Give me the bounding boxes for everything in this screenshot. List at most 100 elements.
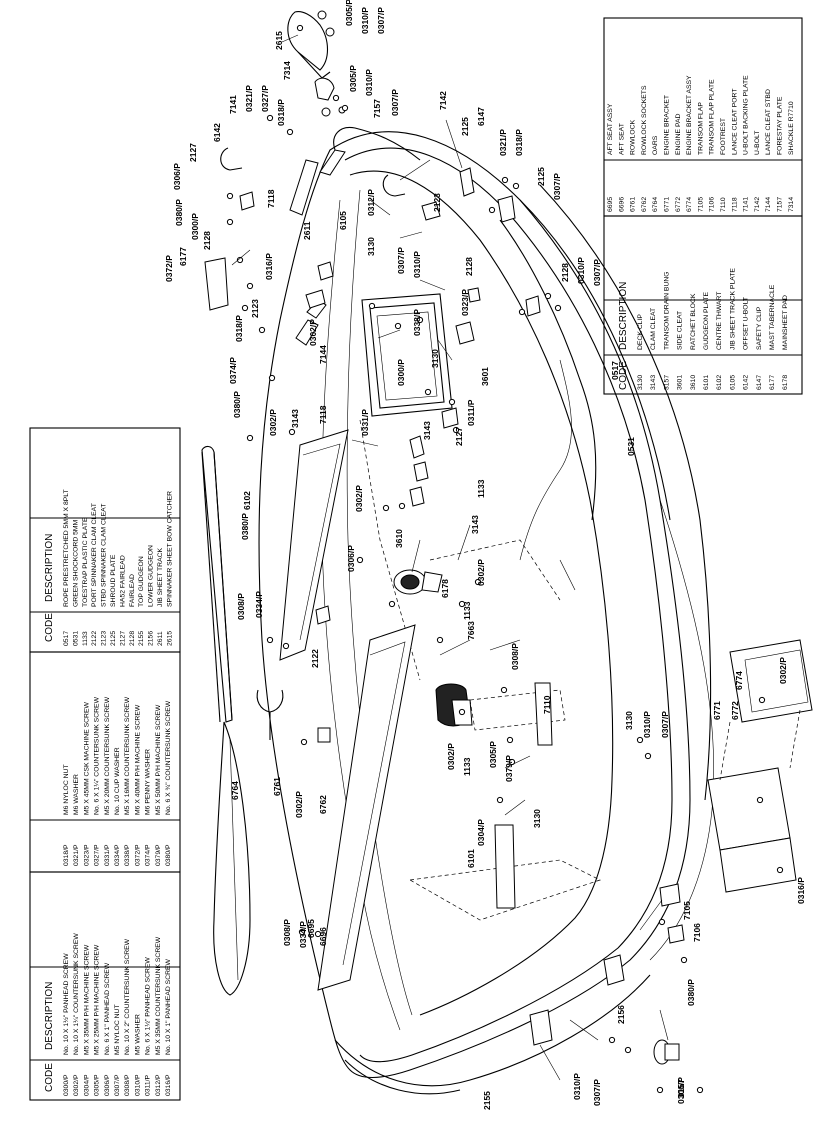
mast-tabernacle	[204, 257, 229, 311]
part-callout: 0306/P	[346, 545, 356, 572]
table-cell-code: 3601	[677, 375, 684, 390]
table-cell-code: 2615	[166, 631, 173, 646]
table-cell-code: 2128	[129, 631, 136, 646]
fastener	[236, 256, 244, 264]
part-callout: 6142	[212, 123, 222, 142]
part-callout: 0316/P	[796, 877, 806, 904]
part-callout: 6178	[440, 579, 450, 598]
table-cell-code: 0323/P	[83, 844, 90, 866]
table-cell-description: DECK CLIP	[637, 314, 644, 350]
column-header-description: DESCRIPTION	[44, 982, 55, 1050]
column-header-description: DESCRIPTION	[618, 282, 629, 350]
table-cell-description: SPINNAKER SHEET BOW CATCHER	[166, 491, 173, 607]
part-callout: 3143	[422, 421, 432, 440]
table-cell-code: 7110	[720, 197, 727, 212]
part-callout: 6147	[476, 107, 486, 126]
table-cell-description: M5 X 16MM COUNTERSUNK SCREW	[124, 696, 131, 815]
part-callout: 7105	[682, 901, 692, 920]
part-callout: 2156	[616, 1005, 626, 1024]
fastener	[332, 94, 340, 102]
part-callout: 0380/P	[686, 979, 696, 1006]
fastener	[282, 642, 290, 650]
fastener	[496, 796, 504, 804]
part-callout: 2123	[432, 193, 442, 212]
table-cell-code: 6101	[703, 375, 710, 390]
part-callout: 6177	[178, 247, 188, 266]
fastener	[226, 218, 234, 226]
part-callout: 0304/P	[476, 819, 486, 846]
part-callout: 6771	[712, 701, 722, 720]
jib-sheet-track-plate	[319, 149, 346, 176]
table-cell-description: TRANSOM FLAP PLATE	[709, 79, 716, 155]
table-cell-code: 7141	[743, 197, 750, 212]
table-cell-description: OARS	[652, 135, 659, 155]
part-callout: 3130	[624, 711, 634, 730]
part-callout: 0331/P	[360, 409, 370, 436]
part-callout: 6696	[318, 927, 328, 946]
rowlock	[256, 689, 284, 740]
fastener	[644, 752, 652, 760]
table-cell-description: M5 X 35MM COUNTERSUNK SCREW	[155, 936, 162, 1055]
table-cell-code: 0334/P	[114, 844, 121, 866]
table-cell-description: No. 10 CUP WASHER	[114, 747, 121, 815]
part-callout: 2123	[250, 299, 260, 318]
part-callout: 0380/P	[232, 391, 242, 418]
table-cell-code: 2611	[157, 631, 164, 646]
table-cell-description: LANCE CLEAT STBD	[765, 89, 772, 155]
lower-gudgeon	[603, 954, 625, 986]
part-callout: 6762	[318, 795, 328, 814]
table-cell-description: U-BOLT	[754, 131, 761, 155]
part-callout: 6774	[734, 671, 744, 690]
table-cell-code: 7106	[709, 197, 716, 212]
table-cell-code: 0306/P	[104, 1074, 111, 1096]
table-cell-code: 0380/P	[165, 844, 172, 866]
gudgeon-plate	[494, 824, 516, 909]
fastener	[258, 326, 266, 334]
table-cell-code: 3610	[690, 375, 697, 390]
part-callout: 0327/P	[260, 85, 270, 112]
table-cell-code: 0302/P	[73, 1074, 80, 1096]
spinnaker-clam-cleat	[315, 605, 331, 625]
fastener	[314, 930, 322, 938]
shroud-plate	[459, 167, 475, 197]
table-cell-code: 6764	[652, 197, 659, 212]
table-cell-description: No. 10 X 1¼" COUNTERSUNK SCREW	[73, 933, 80, 1055]
table-cell-code: 6774	[686, 197, 693, 212]
table-cell-code: 7157	[777, 197, 784, 212]
fastener	[436, 636, 444, 644]
fastener	[776, 866, 784, 874]
table-cell-description: ROPE PRESTRETCHED 5MM X 8PLT	[63, 489, 70, 607]
table-cell-description: No. 6 X 1" PANHEAD SCREW	[104, 962, 111, 1055]
fastener	[756, 796, 764, 804]
part-callout: 0307/P	[552, 173, 562, 200]
part-callout: 7141	[228, 95, 238, 114]
table-cell-code: 6177	[769, 375, 776, 390]
lance-cleat	[295, 319, 319, 346]
fastener	[474, 578, 482, 586]
table-cell-description: TRANSOM FLAP	[697, 102, 704, 155]
table-cell-code: 7144	[765, 197, 772, 212]
table-cell-code: 6105	[729, 375, 736, 390]
table-cell-description: LANCE CLEAT PORT	[731, 89, 738, 155]
part-callout: 0307/P	[592, 259, 602, 286]
fastener	[506, 736, 514, 744]
table-cell-code: 0305/P	[94, 1074, 101, 1096]
table-cell-description: ENGINE BRACKET	[664, 95, 671, 155]
table-cell-code: 0316/P	[165, 1074, 172, 1096]
table-cell-description: M5 X 35MM P/H MACHINE SCREW	[83, 944, 90, 1055]
table-cell-code: 6695	[607, 197, 614, 212]
table-cell-description: CLAM CLEAT	[650, 308, 657, 350]
part-callout: 2611	[302, 221, 312, 240]
part-callout: 0318/P	[276, 99, 286, 126]
table-cell-code: 6771	[664, 197, 671, 212]
part-callout: 0321/P	[498, 129, 508, 156]
part-callout: 0517	[610, 361, 620, 380]
part-callout: 0307/P	[376, 7, 386, 34]
side-cleat	[455, 321, 475, 345]
part-callout: 3610	[394, 529, 404, 548]
table-cell-description: M5 WASHER	[134, 1014, 141, 1055]
part-callout: 7144	[318, 345, 328, 364]
fastener	[300, 738, 308, 746]
